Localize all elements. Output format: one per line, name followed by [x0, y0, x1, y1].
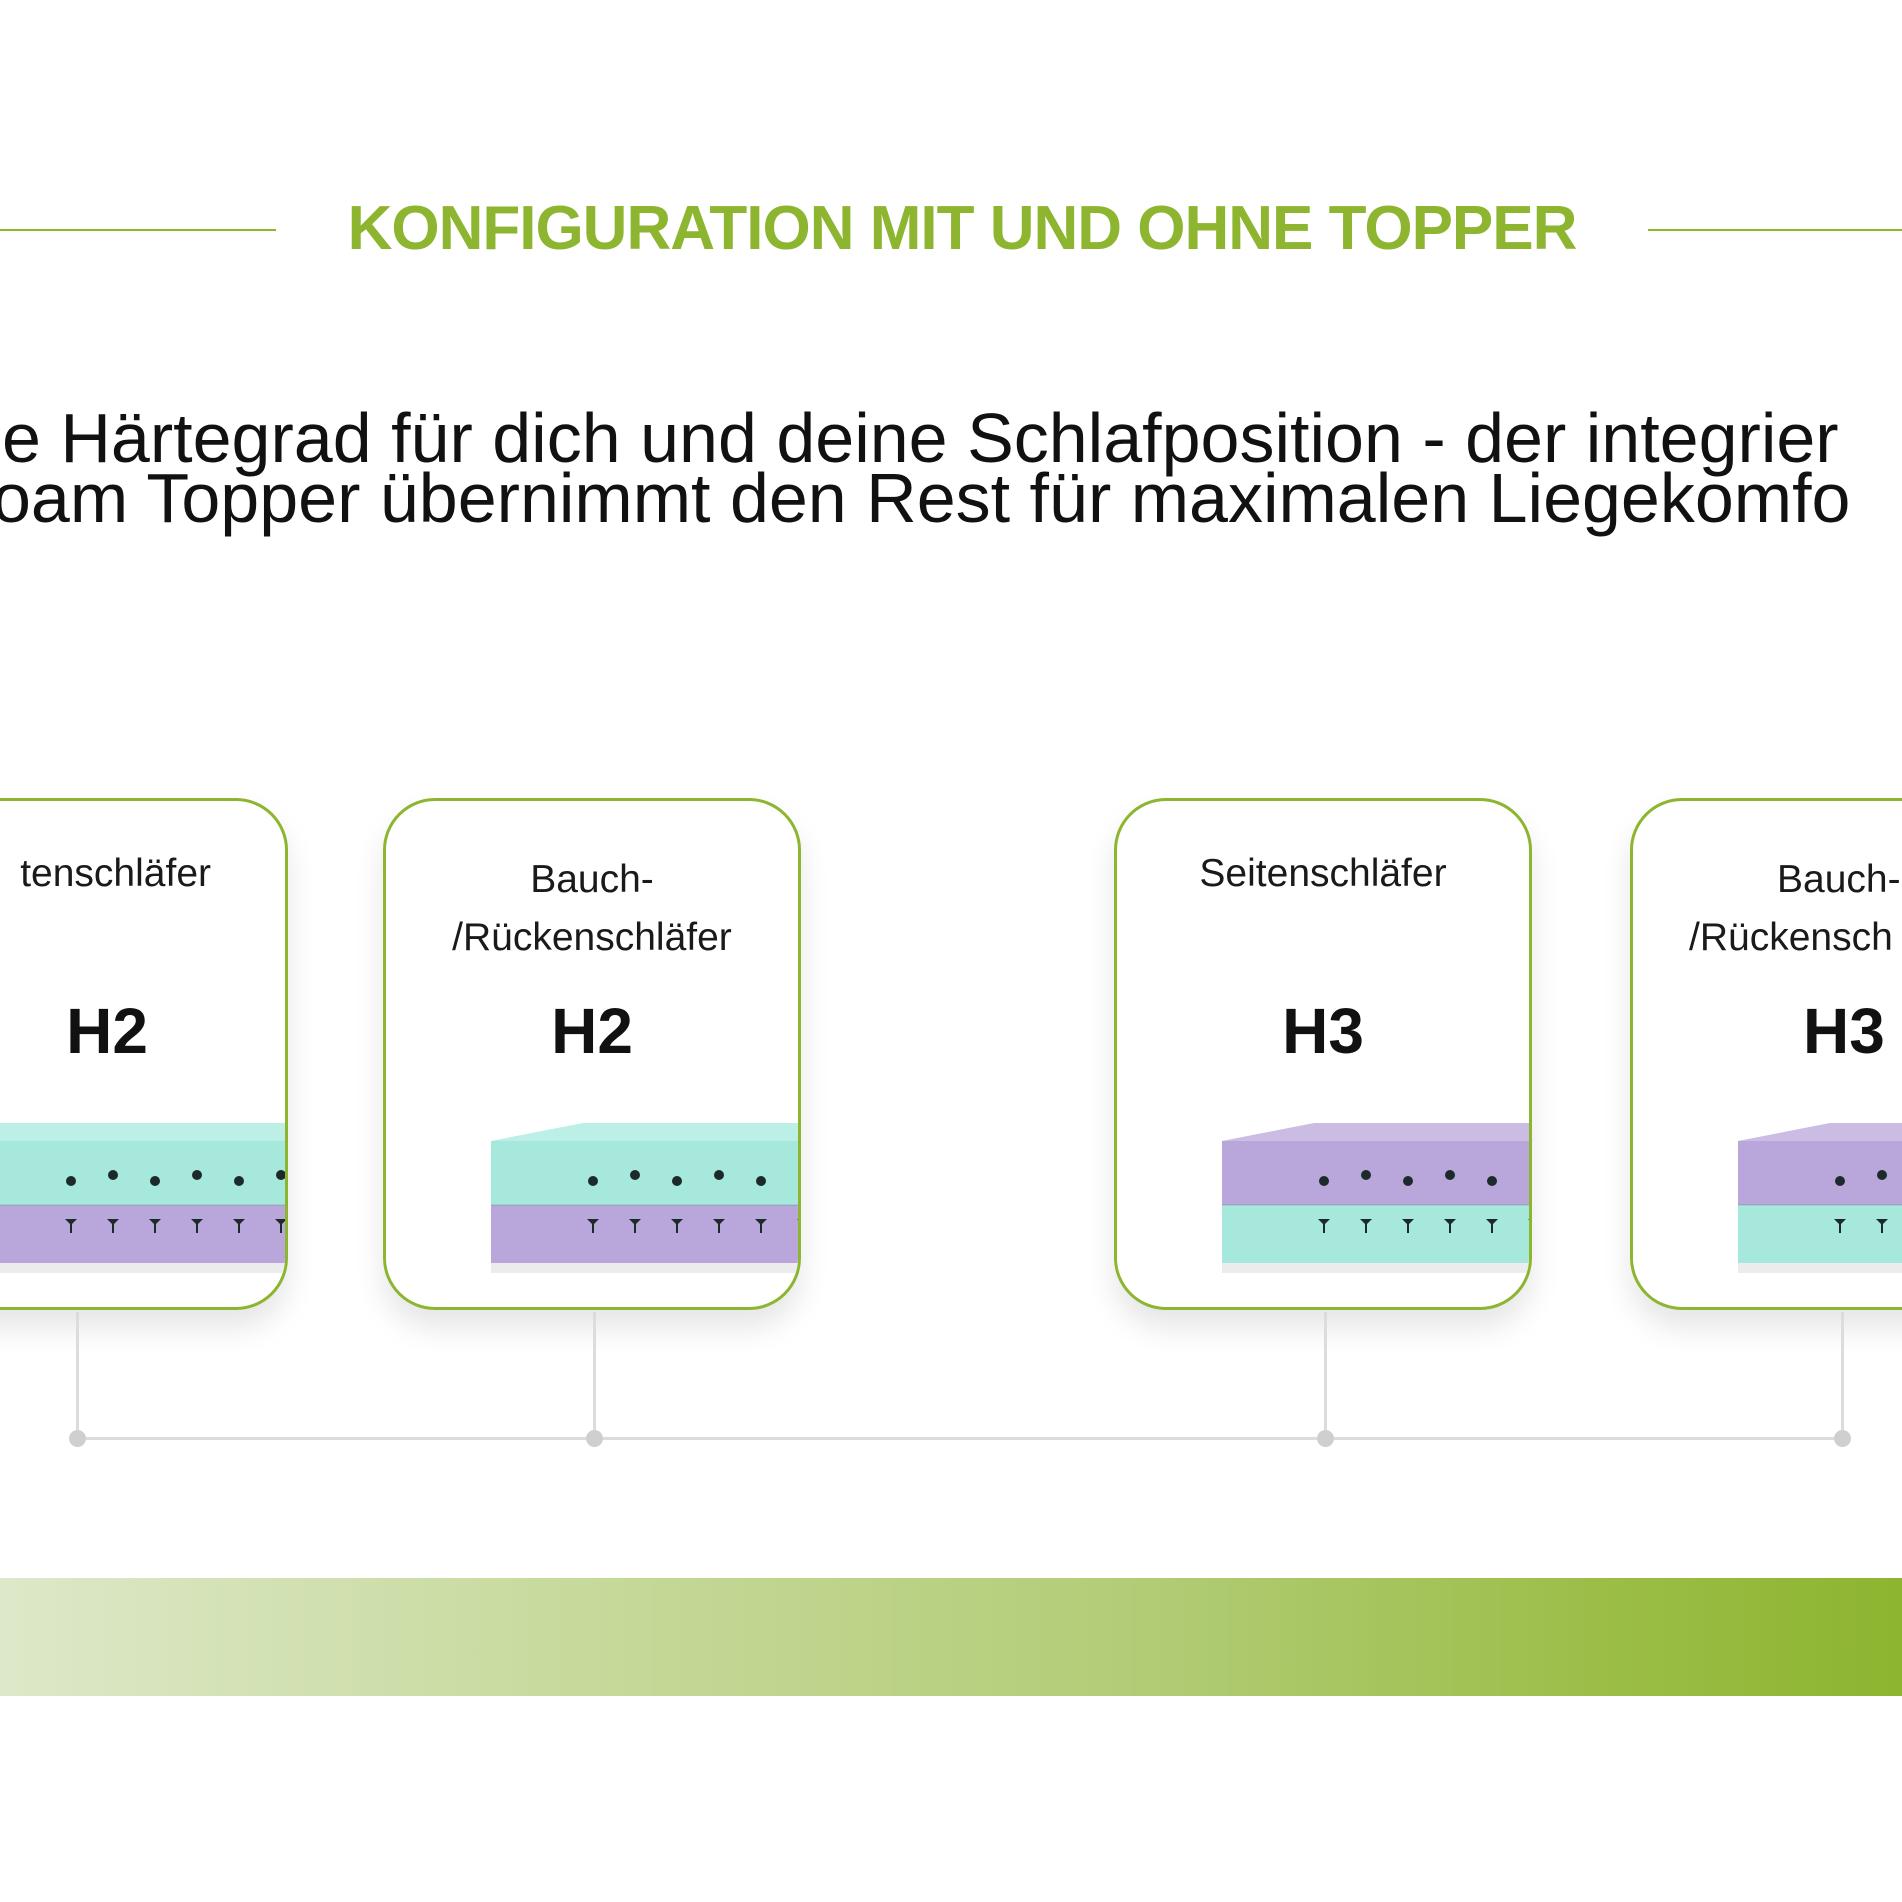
- mattress-upper-layer: [491, 1141, 798, 1205]
- spring-cap: [1528, 1219, 1529, 1220]
- mattress-illustration: [1222, 1123, 1532, 1273]
- firmness-grade: H3: [1803, 995, 1885, 1067]
- firmness-grade: H2: [551, 995, 633, 1067]
- sleep-position-label-line-1: Bauch-: [530, 858, 654, 901]
- spring-cap: [1486, 1219, 1498, 1225]
- mattress-lower-layer: [0, 1205, 285, 1263]
- spring-cap: [1360, 1219, 1372, 1225]
- mattress-lower-layer: [1738, 1205, 1902, 1263]
- spring-cap: [275, 1219, 285, 1225]
- mattress-base: [491, 1263, 798, 1273]
- mattress-base: [1222, 1263, 1529, 1273]
- mattress-illustration: [0, 1123, 285, 1273]
- connector-node: [69, 1430, 86, 1447]
- spring-marker: [1487, 1176, 1497, 1186]
- title-rule-left: [0, 229, 276, 231]
- firmness-grade: H2: [66, 995, 148, 1067]
- mattress-illustration: [491, 1123, 801, 1273]
- sleep-position-label-line-2: /Rückensch: [1689, 916, 1893, 959]
- mattress-illustration: [1738, 1123, 1902, 1273]
- connector-stem: [593, 1312, 596, 1438]
- title-rule-right: [1648, 229, 1902, 231]
- spring-marker: [150, 1176, 160, 1186]
- spring-cap: [1402, 1219, 1414, 1225]
- sleep-position-label-line-2: /Rückenschläfer: [452, 916, 732, 959]
- spring-cap: [1876, 1219, 1888, 1225]
- spring-cap: [629, 1219, 641, 1225]
- spring-marker: [1361, 1170, 1371, 1180]
- firmness-grade: H3: [1282, 995, 1364, 1067]
- spring-marker: [1319, 1176, 1329, 1186]
- spring-cap: [191, 1219, 203, 1225]
- spring-marker: [588, 1176, 598, 1186]
- spring-marker: [630, 1170, 640, 1180]
- connector-line: [77, 1437, 1844, 1440]
- spring-cap: [1834, 1219, 1846, 1225]
- connector-node: [1317, 1430, 1334, 1447]
- mattress-top-face: [491, 1123, 798, 1141]
- config-card-h2-side: tenschläfer H2: [0, 798, 288, 1310]
- mattress-top-face: [0, 1123, 285, 1141]
- spring-marker: [1403, 1176, 1413, 1186]
- spring-cap: [671, 1219, 683, 1225]
- spring-marker: [108, 1170, 118, 1180]
- sleep-position-label-line-1: Bauch-: [1777, 858, 1901, 901]
- connector-node: [1834, 1430, 1851, 1447]
- sleep-position-label: Seitenschläfer: [1199, 852, 1447, 895]
- mattress-upper-layer: [1738, 1141, 1902, 1205]
- sleep-position-label: tenschläfer: [20, 852, 211, 895]
- mattress-upper-layer: [0, 1141, 285, 1205]
- sleep-position-label: Bauch- /Rückensch: [1689, 851, 1901, 967]
- spring-marker: [276, 1170, 285, 1180]
- spring-cap: [1444, 1219, 1456, 1225]
- spring-cap: [755, 1219, 767, 1225]
- mattress-base: [0, 1263, 285, 1273]
- mattress-lower-layer: [491, 1205, 798, 1263]
- mattress-top-face: [1222, 1123, 1529, 1141]
- config-card-h3-side: Seitenschläfer H3: [1114, 798, 1532, 1310]
- spring-cap: [1318, 1219, 1330, 1225]
- spring-marker: [1529, 1170, 1532, 1180]
- spring-marker: [1835, 1176, 1845, 1186]
- mattress-upper-layer: [1222, 1141, 1529, 1205]
- connector-stem: [1324, 1312, 1327, 1438]
- spring-cap: [233, 1219, 245, 1225]
- connector-stem: [76, 1312, 79, 1438]
- sleep-position-label: Bauch- /Rückenschläfer: [386, 851, 798, 967]
- description-line-2: oam Topper übernimmt den Rest für maxima…: [0, 459, 1851, 537]
- spring-marker: [714, 1170, 724, 1180]
- mattress-lower-layer: [1222, 1205, 1529, 1263]
- spring-marker: [1445, 1170, 1455, 1180]
- mattress-top-face: [1738, 1123, 1902, 1141]
- spring-cap: [65, 1219, 77, 1225]
- spring-cap: [797, 1219, 798, 1220]
- page-title: KONFIGURATION MIT UND OHNE TOPPER: [347, 194, 1578, 263]
- description-line-1: e Härtegrad für dich und deine Schlafpos…: [2, 399, 1839, 477]
- mattress-base: [1738, 1263, 1902, 1273]
- config-card-h3-back: Bauch- /Rückensch H3: [1630, 798, 1902, 1310]
- spring-marker: [1877, 1170, 1887, 1180]
- spring-cap: [149, 1219, 161, 1225]
- spring-cap: [587, 1219, 599, 1225]
- spring-marker: [798, 1170, 801, 1180]
- spring-cap: [107, 1219, 119, 1225]
- firmness-gradient-bar: [0, 1578, 1902, 1696]
- spring-cap: [713, 1219, 725, 1225]
- spring-marker: [192, 1170, 202, 1180]
- spring-marker: [672, 1176, 682, 1186]
- config-card-h2-back: Bauch- /Rückenschläfer H2: [383, 798, 801, 1310]
- spring-marker: [66, 1176, 76, 1186]
- connector-node: [586, 1430, 603, 1447]
- spring-marker: [234, 1176, 244, 1186]
- connector-stem: [1841, 1312, 1844, 1438]
- spring-marker: [756, 1176, 766, 1186]
